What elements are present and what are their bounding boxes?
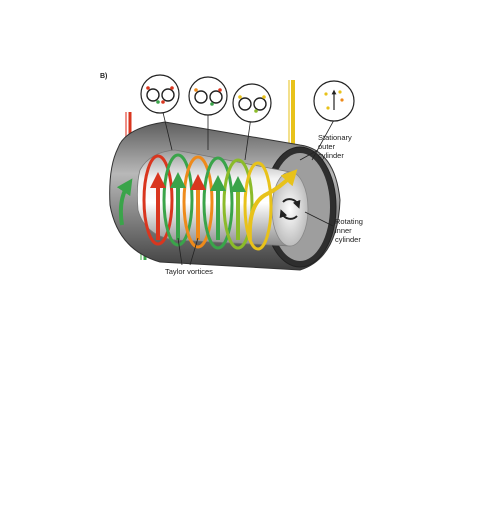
label-line: Rotating xyxy=(335,217,363,226)
rotation-arrow-icon xyxy=(279,198,301,220)
label-line: cylinder xyxy=(318,151,344,160)
vortex-rings xyxy=(142,153,273,251)
label-line: cylinder xyxy=(335,235,361,244)
magnified-vortex-icon xyxy=(140,74,355,161)
label-line: Stationary xyxy=(318,133,352,142)
label-taylor-vortices: Taylor vortices xyxy=(165,267,213,276)
label-stationary-outer-cylinder: Stationary outer cylinder xyxy=(318,133,388,160)
flow-arrow-icon xyxy=(116,169,298,241)
label-line: inner xyxy=(335,226,352,235)
label-line: outer xyxy=(318,142,336,151)
label-rotating-inner-cylinder: Rotating inner cylinder xyxy=(335,217,405,244)
label-leaders xyxy=(177,149,334,266)
panel-letter: B) xyxy=(100,73,108,80)
